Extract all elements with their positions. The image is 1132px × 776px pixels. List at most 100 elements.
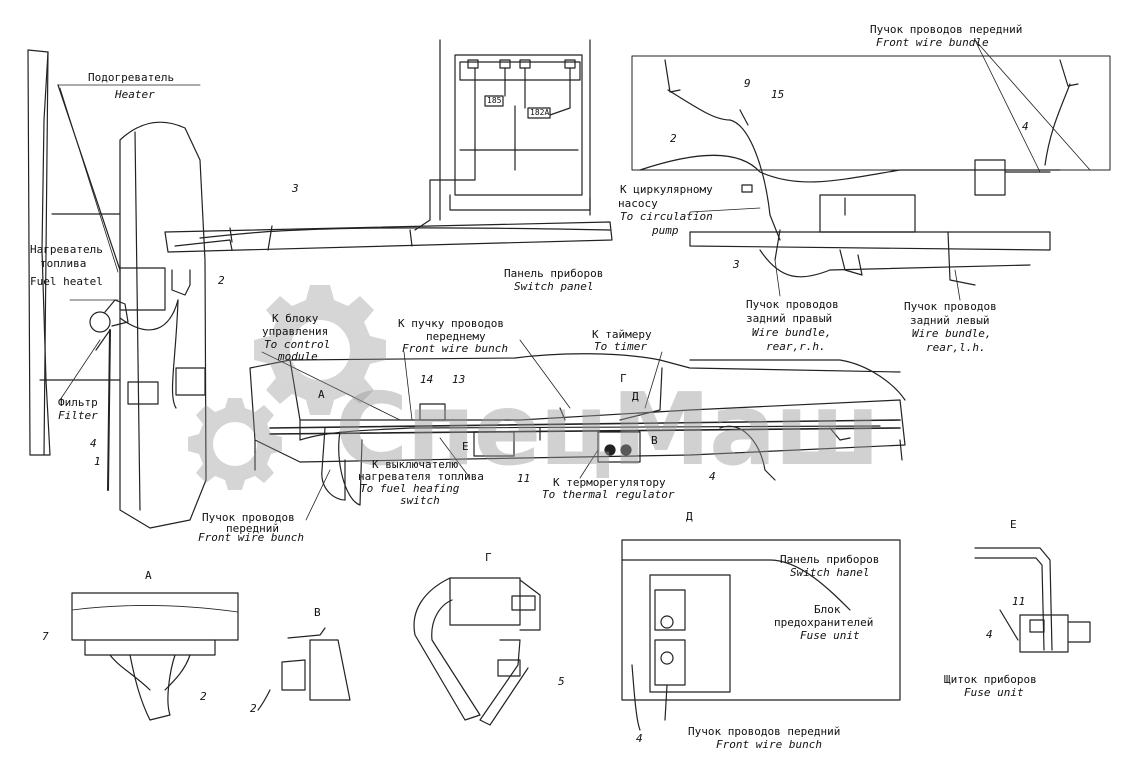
e-panel-label-en: Fuse unit: [964, 686, 1024, 699]
fuse-block-upper: [654, 589, 686, 631]
heater-label-ru: Подогреватель: [88, 71, 175, 84]
front-wire-bundle-label-ru: Пучок проводов передний: [870, 23, 1023, 36]
front-bunch-left-label-en: Front wire bunch: [198, 531, 304, 544]
watermark-logo: [188, 285, 386, 490]
callout-5: 5: [558, 675, 565, 688]
d-front-bunch-label-ru: Пучок проводов передний: [688, 725, 841, 738]
circ-pump-label-ru-2: насосу: [618, 197, 658, 210]
relay-185-label: 185: [487, 96, 502, 105]
callout-3-rear: 3: [733, 258, 740, 271]
d-switch-panel-label-ru: Панель приборов: [780, 553, 880, 566]
view-title-b: B: [314, 606, 321, 619]
fuel-switch-label-ru-2: нагревателя топлива: [358, 470, 484, 483]
heater-label-en: Heater: [115, 88, 155, 101]
d-front-bunch-label-en: Front wire bunch: [716, 738, 822, 751]
switch-panel-label-ru: Панель приборов: [504, 267, 604, 280]
view-title-g: Г: [485, 551, 492, 564]
rear-frame-drawing: [631, 55, 1111, 286]
section-mark-a: A: [318, 388, 325, 401]
section-mark-b: B: [651, 434, 658, 447]
gear-icon-small: [188, 398, 282, 490]
fuse-unit-label-ru-2: предохранителей: [774, 616, 874, 629]
view-title-e: E: [1010, 518, 1017, 531]
circ-pump-label-ru-1: К циркулярному: [620, 183, 713, 196]
fuse-unit-label-ru-1: Блок: [814, 603, 841, 616]
front-bunch-top-label-ru-1: К пучку проводов: [398, 317, 504, 330]
callout-2-rear: 2: [670, 132, 677, 145]
callout-4-left: 4: [90, 437, 97, 450]
front-wire-bundle-label-en: Front wire bundle: [876, 36, 989, 49]
callout-14: 14: [420, 373, 434, 386]
d-switch-panel-label-en: Switch hanel: [790, 566, 870, 579]
filter-label-ru: Фильтр: [58, 396, 98, 409]
front-bunch-top-label-en: Front wire bunch: [402, 342, 508, 355]
detail-b: [257, 627, 351, 711]
callout-2-heater: 2: [218, 274, 225, 287]
thermal-regulator: [597, 431, 641, 463]
callout-2-b: 2: [250, 702, 257, 715]
section-mark-e: E: [462, 440, 469, 453]
fuse-unit-label-en: Fuse unit: [800, 629, 860, 642]
view-title-d: Д: [686, 510, 693, 523]
callout-4-rear: 4: [1022, 120, 1029, 133]
timer-label-en: To timer: [594, 340, 647, 353]
detail-a: [71, 592, 239, 721]
front-bunch-left-label-ru-2: передний: [226, 522, 279, 535]
callout-13: 13: [452, 373, 466, 386]
section-mark-d: Д: [632, 390, 639, 403]
thermal-regulator-label-en: To thermal regulator: [542, 488, 675, 501]
relay-box: [454, 54, 583, 196]
switch-panel-label-en: Switch panel: [514, 280, 594, 293]
callout-2-a: 2: [200, 690, 207, 703]
timer-label-ru: К таймеру: [592, 328, 652, 341]
callout-1: 1: [94, 455, 101, 468]
relay-182a-label: 182A: [530, 108, 550, 117]
front-bunch-top-label-ru-2: переднему: [426, 330, 486, 343]
circ-pump-label-en-2: pump: [652, 224, 679, 237]
callout-4-e: 4: [986, 628, 993, 641]
rear-left-label-ru-2: задний левый: [910, 314, 990, 327]
rear-left-label-en-1: Wire bundle,: [912, 327, 992, 340]
view-title-a: A: [145, 569, 152, 582]
control-module-label-en-2: module: [278, 350, 318, 363]
thermal-regulator-label-ru: К терморегулятору: [553, 476, 666, 489]
callout-4-panel: 4: [709, 470, 716, 483]
frame-rail-drawing: [164, 39, 613, 253]
rear-right-label-ru-2: задний правый: [746, 312, 833, 325]
callout-3-rail: 3: [292, 182, 299, 195]
fuel-switch-label-ru-1: К выключателю: [372, 458, 459, 471]
section-mark-g: Г: [620, 372, 627, 385]
detail-g: [413, 577, 541, 726]
detail-d: [621, 539, 901, 731]
gear-icon: [254, 285, 386, 415]
fuel-switch-label-en-2: switch: [400, 494, 440, 507]
rear-left-label-en-2: rear,l.h.: [926, 341, 986, 354]
rear-right-label-ru-1: Пучок проводов: [746, 298, 839, 311]
fuse-block-lower: [654, 639, 686, 686]
callout-11-e: 11: [1012, 595, 1026, 608]
callout-4-d: 4: [636, 732, 643, 745]
fuel-switch-label-en-1: To fuel heafing: [360, 482, 460, 495]
callout-15: 15: [771, 88, 785, 101]
control-module-label-en-1: To control: [264, 338, 331, 351]
callout-7: 7: [42, 630, 49, 643]
fuel-heater-label-ru-1: Нагреватель: [30, 243, 103, 256]
front-bunch-left-label-ru-1: Пучок проводов: [202, 511, 295, 524]
detail-e: [974, 547, 1091, 653]
cab-side-drawing: [27, 49, 207, 529]
e-panel-label-ru: Щиток приборов: [944, 673, 1037, 686]
leader-lines: [59, 39, 1091, 521]
fuel-heater-label-en: Fuel heatel: [30, 275, 103, 288]
rear-right-label-en-1: Wire bundle,: [752, 326, 832, 339]
filter-label-en: Filter: [58, 409, 98, 422]
control-module-label-ru-1: К блоку: [272, 312, 319, 325]
rear-right-label-en-2: rear,r.h.: [766, 340, 826, 353]
callout-9: 9: [744, 77, 751, 90]
fuel-heater-box: [119, 267, 166, 311]
circ-pump-label-en-1: To circulation: [620, 210, 713, 223]
rear-left-label-ru-1: Пучок проводов: [904, 300, 997, 313]
callout-11-panel: 11: [517, 472, 531, 485]
control-module-label-ru-2: управления: [262, 325, 329, 338]
battery-box: [819, 194, 916, 233]
